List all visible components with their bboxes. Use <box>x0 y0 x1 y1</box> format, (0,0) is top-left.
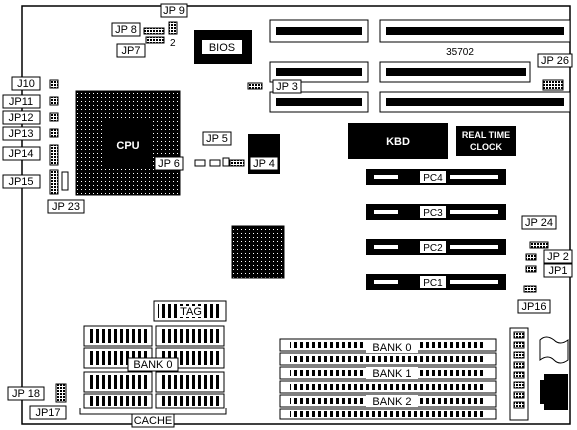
cache-bank-label: BANK 0 <box>133 359 172 371</box>
expansion-slots-top <box>269 19 571 113</box>
jp8-jumper <box>143 27 165 35</box>
jp26-label-box <box>537 53 573 68</box>
left-jumpers: J10 JP11 JP12 JP13 JP14 JP15 JP 23 <box>2 76 85 214</box>
jp2-label-box <box>543 249 573 264</box>
power-connector <box>509 327 529 421</box>
jp7-label: JP7 <box>122 45 141 57</box>
jp9-label-box <box>160 3 188 18</box>
simm-banks <box>279 338 497 420</box>
jp6-label-box <box>154 156 184 171</box>
battery <box>539 336 569 364</box>
jp26-jumper <box>542 79 564 91</box>
jp24-jumper <box>529 241 549 249</box>
jp23-label: JP 23 <box>52 201 80 213</box>
simm-bank-0-label: BANK 0 <box>372 342 411 354</box>
slot-pc3-label: PC3 <box>423 208 443 219</box>
chipset-chip <box>231 225 285 279</box>
jp18-label-box <box>7 386 45 401</box>
jp5-label: JP 5 <box>206 133 228 145</box>
jp9-pin-label: 2 <box>170 38 176 49</box>
board-model-number: 35702 <box>446 47 474 58</box>
cache-modules <box>79 300 227 415</box>
bios-label: BIOS <box>209 42 235 54</box>
jp3-label-box <box>272 79 302 94</box>
jp14-label: JP14 <box>8 148 33 160</box>
jp9-jumper <box>168 21 178 35</box>
jp26-label: JP 26 <box>541 55 569 67</box>
slot-pc2-label: PC2 <box>423 243 443 254</box>
keyboard-connector <box>544 374 568 410</box>
isa-slots: PC4 PC3 PC2 PC1 <box>366 169 506 290</box>
jp24-label-box <box>521 215 557 230</box>
jp16-label-box <box>517 299 551 314</box>
jp15-label: JP15 <box>8 176 33 188</box>
jp7-label-box <box>116 43 146 58</box>
jp12-label: JP12 <box>8 112 33 124</box>
jp3-jumper <box>247 82 263 90</box>
jp7-jumper <box>145 36 165 44</box>
jp8-label-box <box>111 22 141 37</box>
jp17-label: JP17 <box>35 407 60 419</box>
jp16-label: JP16 <box>521 301 546 313</box>
cache-label-box <box>131 413 175 428</box>
jp16-jumper <box>523 285 537 293</box>
jp6-label: JP 6 <box>158 158 180 170</box>
jp1-label-box <box>543 263 573 278</box>
slot-pc1-label: PC1 <box>423 278 443 289</box>
jp3-label: JP 3 <box>276 81 298 93</box>
rtc-label-line2: CLOCK <box>470 142 502 152</box>
jp1-jumper <box>525 265 537 273</box>
jp4-jumper <box>229 159 245 167</box>
rtc-label-line1: REAL TIME <box>462 130 510 140</box>
jp2-label: JP 2 <box>547 251 569 263</box>
simm-bank-1-label: BANK 1 <box>372 368 411 380</box>
jp5-label-box <box>202 131 232 146</box>
real-time-clock <box>456 126 516 156</box>
jp13-label: JP13 <box>8 128 33 140</box>
jp9-label: JP 9 <box>163 5 185 17</box>
jp8-label: JP 8 <box>115 24 137 36</box>
jp18-jumper <box>55 383 67 403</box>
jp1-label: JP1 <box>549 265 568 277</box>
jp4-label: JP 4 <box>253 158 275 170</box>
kbd-controller <box>348 123 448 159</box>
kbd-label: KBD <box>386 136 410 148</box>
j10-label: J10 <box>17 78 35 90</box>
cache-label: CACHE <box>134 415 173 427</box>
jp18-label: JP 18 <box>12 388 40 400</box>
jp24-label: JP 24 <box>525 217 553 229</box>
jp4-label-box <box>249 156 279 171</box>
tag-label: TAG <box>180 306 202 318</box>
cpu-label: CPU <box>116 140 139 152</box>
slot-pc4-label: PC4 <box>423 173 443 184</box>
jp11-label: JP11 <box>9 96 33 108</box>
jp5-jumper <box>222 157 230 167</box>
simm-bank-2-label: BANK 2 <box>372 396 411 408</box>
board-outline <box>21 5 571 425</box>
jp17-label-box <box>29 405 67 420</box>
jp2-jumper <box>525 253 537 261</box>
